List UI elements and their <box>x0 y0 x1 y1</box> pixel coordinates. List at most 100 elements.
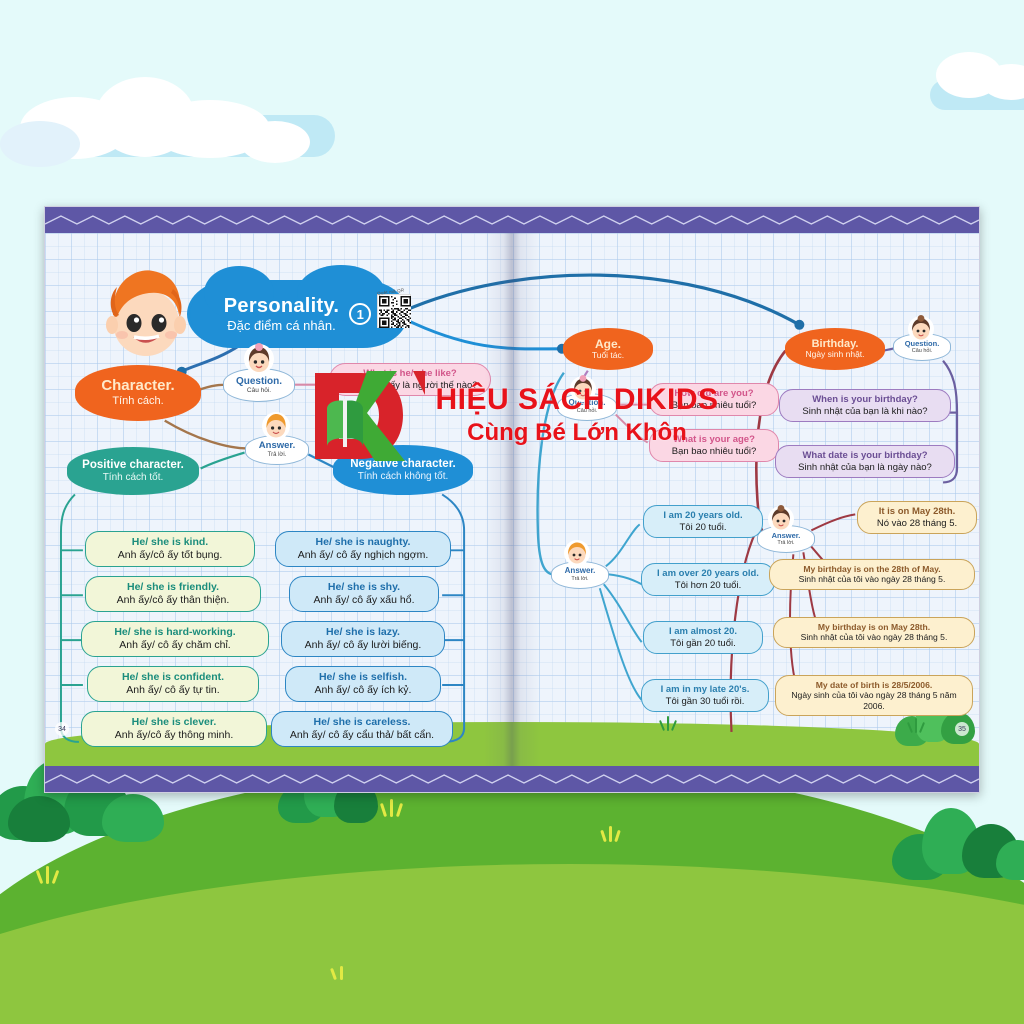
branch-negative-en: Negative character. <box>350 457 456 470</box>
page-number-right: 35 <box>955 722 969 736</box>
age-question[interactable]: What is your age? Bạn bao nhiêu tuổi? <box>649 429 779 463</box>
bush-right <box>892 794 1024 880</box>
branch-negative-vi: Tính cách không tốt. <box>357 470 449 482</box>
page-number-left: 34 <box>55 722 69 736</box>
birthday-answer[interactable]: It is on May 28th. Nó vào 28 tháng 5. <box>857 501 977 535</box>
negative-item-vi: Anh ấy/ cô ấy xấu hổ. <box>313 593 415 606</box>
negative-item[interactable]: He/ she is shy. Anh ấy/ cô ấy xấu hổ. <box>289 576 439 612</box>
topic-character[interactable]: Character. Tính cách. <box>75 365 201 421</box>
character-question-bubble[interactable]: What is he/ she like? Anh ấy/ cô ấy là n… <box>329 363 491 397</box>
negative-item-en: He/ she is shy. <box>327 581 401 593</box>
positive-item-en: He/ she is friendly. <box>126 581 219 593</box>
branch-positive-vi: Tính cách tốt. <box>102 471 164 483</box>
girl-avatar-question-birthday <box>907 315 935 343</box>
positive-item-en: He/ she is kind. <box>131 536 209 548</box>
age-answer[interactable]: I am 20 years old. Tôi 20 tuổi. <box>643 505 763 539</box>
answer-label-vi: Trả lời. <box>777 540 795 547</box>
grass-tuft <box>330 964 356 984</box>
qr-code[interactable] <box>377 294 411 328</box>
birthday-answer-en: It is on May 28th. <box>878 506 956 517</box>
title-vietnamese: Đặc điểm cá nhân. <box>227 318 336 333</box>
age-question-vi: Bạn bao nhiêu tuổi? <box>671 445 757 457</box>
negative-item[interactable]: He/ she is lazy. Anh ấy/ cô ấy lười biến… <box>281 621 445 657</box>
age-answer-en: I am in my late 20's. <box>660 684 750 695</box>
age-answer-vi: Tôi gần 20 tuổi. <box>670 637 736 649</box>
topic-birthday[interactable]: Birthday. Ngày sinh nhật. <box>785 328 885 370</box>
age-answer-vi: Tôi gần 30 tuổi rồi. <box>665 695 745 707</box>
birthday-question-vi: Sinh nhật của bạn là khi nào? <box>802 405 928 417</box>
age-answer-vi: Tôi 20 tuổi. <box>679 521 727 533</box>
birthday-answer[interactable]: My date of birth is 28/5/2006. Ngày sinh… <box>775 675 973 717</box>
positive-item-en: He/ she is confident. <box>121 671 225 683</box>
topic-birthday-vi: Ngày sinh nhật. <box>805 349 865 360</box>
grass-tuft <box>35 866 62 886</box>
answer-label-vi: Trả lời. <box>267 451 287 458</box>
age-answer[interactable]: I am almost 20. Tôi gần 20 tuổi. <box>643 621 763 655</box>
title-node[interactable]: Personality. Đặc điểm cá nhân. 1 <box>190 265 405 345</box>
age-question[interactable]: How old are you? Bạn bao nhiêu tuổi? <box>649 383 779 417</box>
question-label-vi: Câu hỏi. <box>246 386 272 394</box>
birthday-answer[interactable]: My birthday is on May 28th. Sinh nhật củ… <box>773 617 975 648</box>
answer-label-en: Answer. <box>771 530 801 540</box>
age-answer-vi: Tôi hơn 20 tuổi. <box>674 579 742 591</box>
answer-node-character[interactable]: Answer. Trả lời. <box>245 435 309 465</box>
negative-item[interactable]: He/ she is naughty. Anh ấy/ cô ấy nghịch… <box>275 531 451 567</box>
topic-character-en: Character. <box>101 377 175 395</box>
grass-tuft <box>379 799 406 819</box>
positive-item-vi: Anh ấy/ cô ấy tự tin. <box>126 683 220 696</box>
positive-item[interactable]: He/ she is friendly. Anh ấy/cô ấy thân t… <box>85 576 261 612</box>
branch-negative-character[interactable]: Negative character. Tính cách không tốt. <box>333 445 473 495</box>
birthday-question-vi: Sinh nhật của bạn là ngày nào? <box>798 461 932 473</box>
negative-item-en: He/ she is careless. <box>313 716 411 728</box>
positive-item[interactable]: He/ she is clever. Anh ấy/cô ấy thông mi… <box>81 711 267 747</box>
birthday-answer-en: My date of birth is 28/5/2006. <box>815 680 933 690</box>
birthday-answer-vi: Sinh nhật của tôi vào ngày 28 tháng 5. <box>798 574 946 585</box>
age-answer-en: I am over 20 years old. <box>657 568 759 579</box>
birthday-answer-en: My birthday is on May 28th. <box>817 622 931 632</box>
answer-label-vi: Trả lời. <box>571 576 589 583</box>
negative-item[interactable]: He/ she is careless. Anh ấy/ cô ấy cẩu t… <box>271 711 453 747</box>
positive-item[interactable]: He/ she is hard-working. Anh ấy/ cô ấy c… <box>81 621 269 657</box>
negative-item-vi: Anh ấy/ cô ấy lười biếng. <box>304 638 422 651</box>
birthday-question[interactable]: What date is your birthday? Sinh nhật củ… <box>775 445 955 479</box>
age-answer-en: I am 20 years old. <box>663 510 743 521</box>
title-english: Personality. <box>223 295 340 317</box>
positive-item[interactable]: He/ she is confident. Anh ấy/ cô ấy tự t… <box>87 666 259 702</box>
cloud-left <box>0 55 335 167</box>
page-grass-tuft <box>907 718 933 738</box>
birthday-answer[interactable]: My birthday is on the 28th of May. Sinh … <box>769 559 975 590</box>
zigzag-pattern-bottom <box>45 774 979 784</box>
zigzag-pattern-top <box>45 215 979 225</box>
book-top-band <box>45 207 979 233</box>
character-question-vi: Anh ấy/ cô ấy là người thế nào? <box>342 379 478 391</box>
question-label-vi: Câu hỏi. <box>576 408 598 415</box>
age-question-vi: Bạn bao nhiêu tuổi? <box>671 399 757 411</box>
age-answer[interactable]: I am in my late 20's. Tôi gần 30 tuổi rồ… <box>641 679 769 713</box>
age-question-en: How old are you? <box>674 388 754 399</box>
branch-positive-character[interactable]: Positive character. Tính cách tốt. <box>67 447 199 495</box>
age-answer[interactable]: I am over 20 years old. Tôi hơn 20 tuổi. <box>641 563 775 597</box>
positive-item-en: He/ she is hard-working. <box>114 626 236 638</box>
negative-item[interactable]: He/ she is selfish. Anh ấy/ cô ấy ích kỷ… <box>285 666 441 702</box>
positive-item-en: He/ she is clever. <box>131 716 217 728</box>
positive-item[interactable]: He/ she is kind. Anh ấy/cô ấy tốt bụng. <box>85 531 255 567</box>
negative-item-vi: Anh ấy/ cô ấy nghịch ngợm. <box>297 548 429 561</box>
boy-avatar-answer-character <box>261 411 291 441</box>
negative-item-en: He/ she is naughty. <box>315 536 411 548</box>
birthday-question-en: When is your birthday? <box>812 394 918 405</box>
book-bottom-band <box>45 766 979 792</box>
topic-age-en: Age. <box>594 336 621 351</box>
topic-age[interactable]: Age. Tuổi tác. <box>563 328 653 370</box>
birthday-answer-vi: Nó vào 28 tháng 5. <box>876 517 958 529</box>
birthday-question[interactable]: When is your birthday? Sinh nhật của bạn… <box>779 389 951 423</box>
positive-item-vi: Anh ấy/cô ấy thân thiện. <box>116 593 230 606</box>
age-answer-en: I am almost 20. <box>668 626 738 637</box>
answer-node-age[interactable]: Answer. Trả lời. <box>551 561 609 589</box>
qr-block[interactable]: Quét mã QR <box>377 287 423 328</box>
open-book: Personality. Đặc điểm cá nhân. 1 Quét mã… <box>44 206 980 793</box>
girl-avatar-question-age <box>569 375 597 403</box>
topic-birthday-en: Birthday. <box>811 338 859 351</box>
positive-item-vi: Anh ấy/ cô ấy chăm chỉ. <box>119 638 231 651</box>
title-badge: 1 <box>349 303 372 325</box>
branch-positive-en: Positive character. <box>82 458 184 471</box>
